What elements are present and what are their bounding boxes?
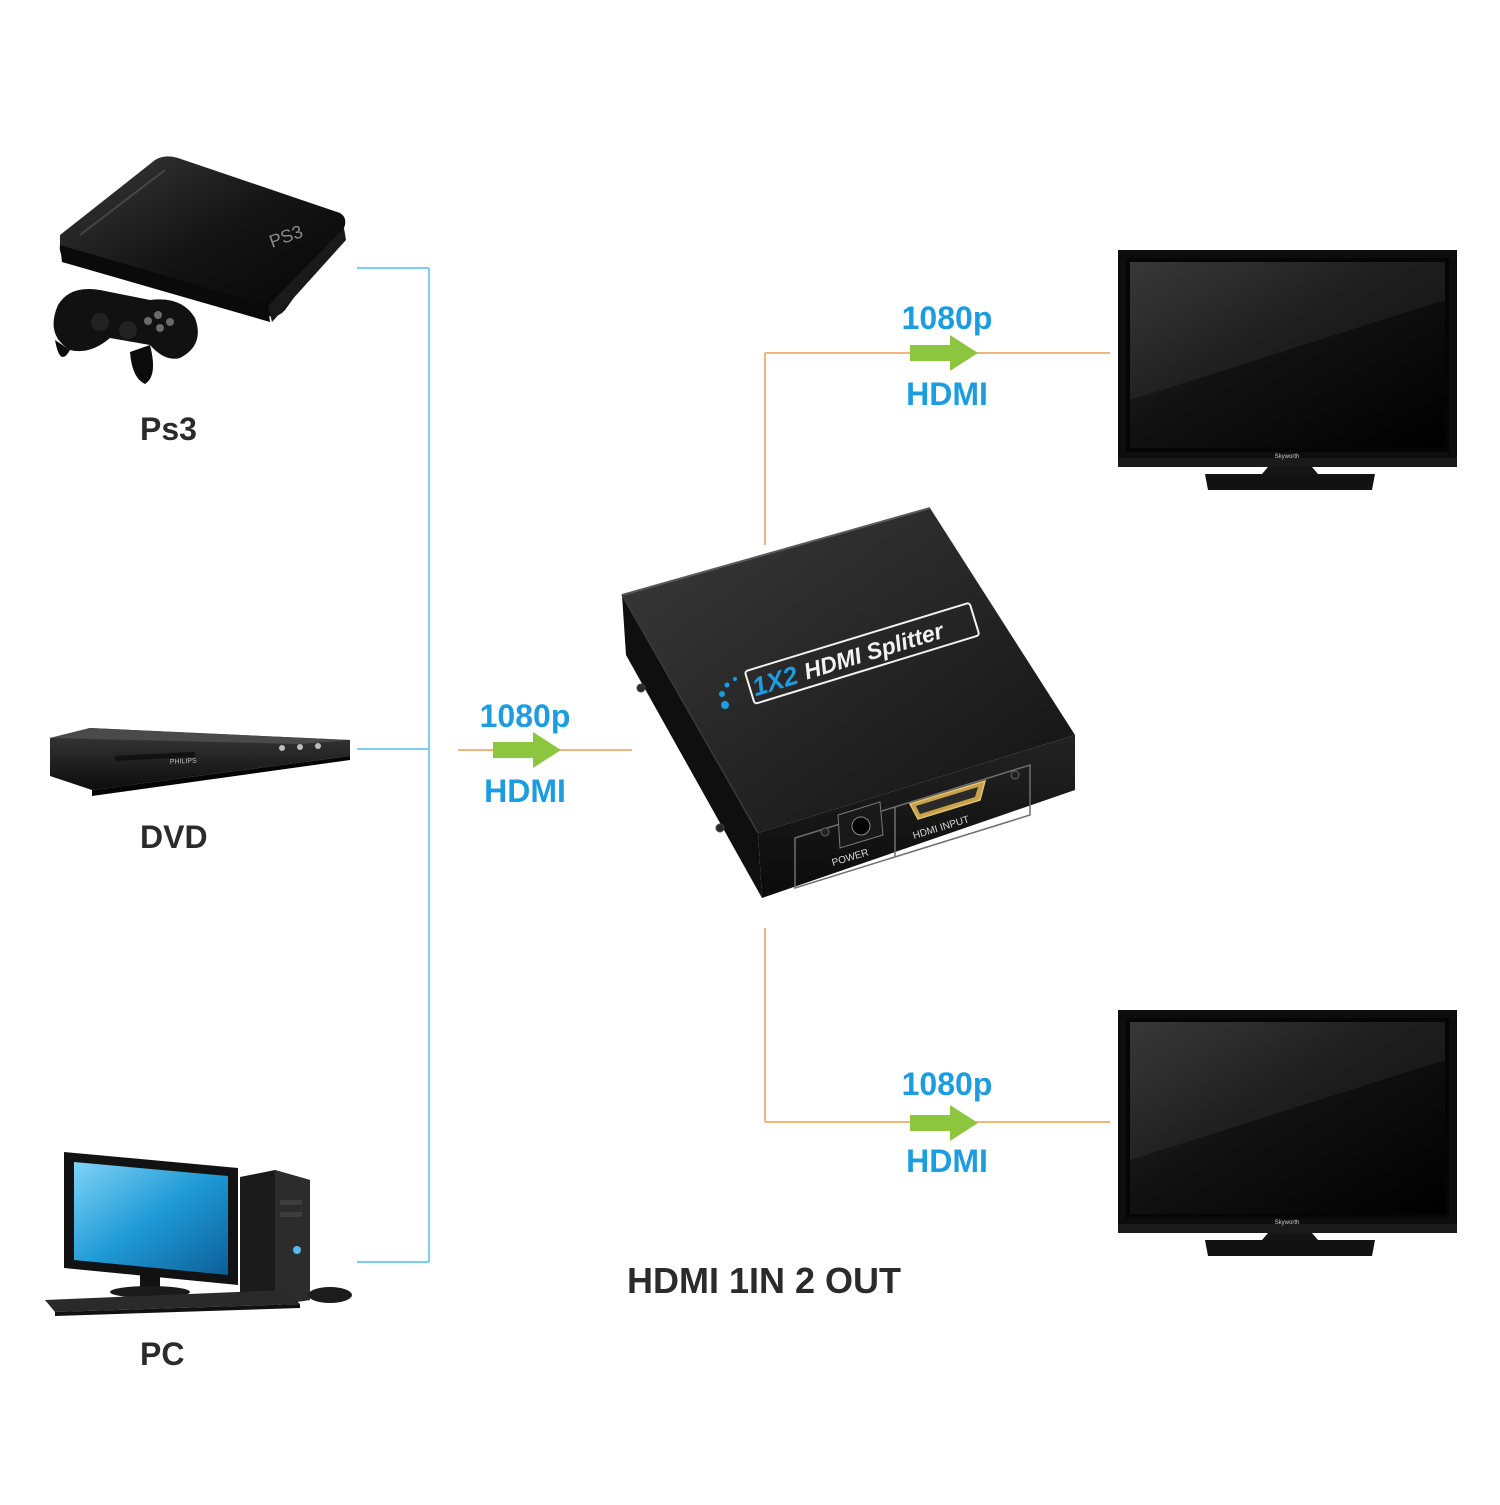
input-resolution-label: 1080p (480, 698, 571, 734)
output-1-interface-label: HDMI (906, 376, 988, 412)
tv-monitor-2-icon: Skyworth (1118, 1010, 1457, 1256)
hdmi-splitter-box: 1X2 HDMI Splitter POWER HDMI INPUT (621, 507, 1075, 898)
output-1-arrow-icon (910, 335, 978, 371)
power-jack-icon (837, 801, 884, 849)
pc-label: PC (140, 1336, 184, 1372)
hdmi-input-port-icon (908, 779, 987, 820)
splitter-logo-dots-icon (719, 677, 737, 709)
output-2-arrow-icon (910, 1105, 978, 1141)
dvd-label: DVD (140, 819, 208, 855)
svg-text:PHILIPS: PHILIPS (170, 758, 198, 766)
dvd-player-icon: PHILIPS (50, 728, 350, 796)
tv-2-brand-label: Skyworth (1275, 1220, 1300, 1226)
ps3-label: Ps3 (140, 411, 197, 447)
ps3-console-icon: PS3 (53, 156, 346, 384)
output-2-resolution-label: 1080p (902, 1066, 993, 1102)
input-connections (357, 267, 632, 1263)
output-2-interface-label: HDMI (906, 1143, 988, 1179)
desktop-pc-icon (45, 1152, 352, 1316)
tv-monitor-1-icon: Skyworth (1118, 250, 1457, 490)
diagram-caption: HDMI 1IN 2 OUT (627, 1260, 901, 1301)
tv-1-brand-label: Skyworth (1275, 454, 1300, 460)
output-1-resolution-label: 1080p (902, 300, 993, 336)
input-arrow-icon (493, 732, 561, 768)
input-interface-label: HDMI (484, 773, 566, 809)
